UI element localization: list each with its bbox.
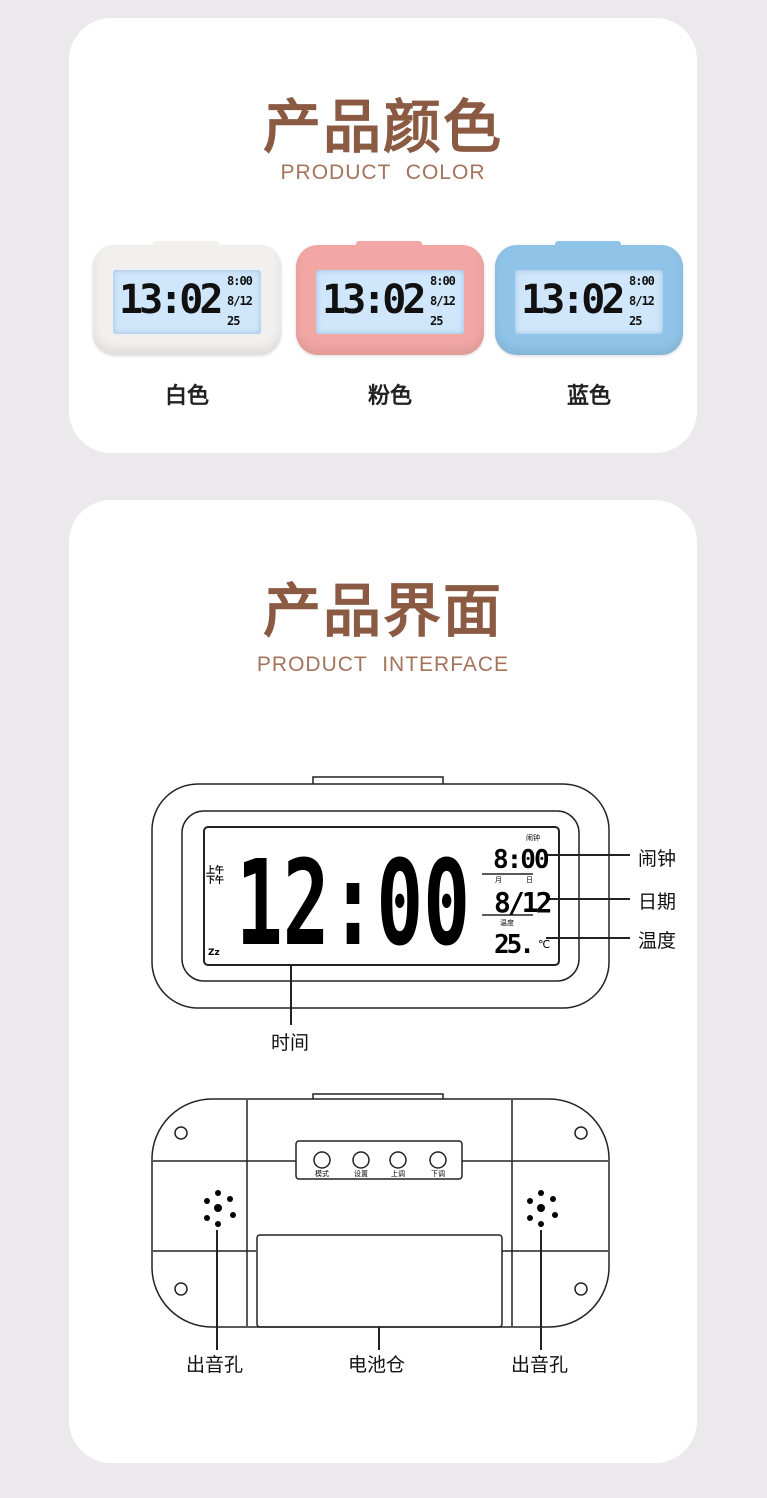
date-display: 8/12 [629,294,655,308]
alarm-display: 8:00 [430,274,456,288]
temp-display: 25 [629,314,642,328]
clock-2: 13:02 8:00 8/12 25 [495,241,683,355]
callout-alarm: 闹钟 [638,848,677,870]
alarm-display: 8:00 [227,274,253,288]
time-display: 13:02 [322,277,426,323]
speaker-holes [204,1190,558,1227]
back-diagram: 模式 设置 上调 下调 [151,1093,610,1350]
button-set: 设置 [354,1169,368,1178]
date-display: 8/12 [227,294,253,308]
callout-battery: 电池仓 [348,1354,406,1376]
main-time: 12:00 [236,834,470,972]
month-caption: 月 [495,876,502,884]
product-color-card: 产品颜色 PRODUCT COLOR 13:02 8:00 8/12 25 白色… [69,18,697,453]
lcd-screen: 13:02 8:00 8/12 25 [316,270,464,334]
time-display: 13:02 [521,277,625,323]
temp-unit: ℃ [538,938,550,951]
snooze-button [153,241,219,249]
button-up: 上调 [391,1169,405,1178]
am-indicator: 上午 [206,864,224,876]
lcd-screen: 13:02 8:00 8/12 25 [515,270,663,334]
section-subtitle: PRODUCT COLOR [280,161,486,184]
lcd-screen: 13:02 8:00 8/12 25 [113,270,261,334]
callout-date: 日期 [638,891,677,913]
clock-1: 13:02 8:00 8/12 25 [296,241,484,355]
day-caption: 日 [526,876,533,884]
callout-speaker-left: 出音孔 [186,1354,244,1376]
callout-temp: 温度 [638,930,677,952]
time-display: 13:02 [119,277,223,323]
temp-caption: 温度 [500,918,514,927]
callout-speaker-right: 出音孔 [511,1354,569,1376]
front-diagram: 12:00 上午 下午 Zz 闹钟 8:00 月 日 8/12 温度 25. ℃ [151,776,630,1025]
temp-display: 25 [430,314,443,328]
alarm-display: 8:00 [629,274,655,288]
color-label: 粉色 [367,384,412,409]
section-title: 产品颜色 [262,93,503,161]
snooze-button [356,241,422,249]
date-display: 8/12 [430,294,456,308]
alarm-time: 8:00 [493,845,549,875]
pm-indicator: 下午 [206,874,224,886]
callout-time: 时间 [271,1032,310,1054]
color-label: 蓝色 [566,384,611,409]
clock-0: 13:02 8:00 8/12 25 [93,241,281,355]
section-title: 产品界面 [262,577,503,645]
color-label: 白色 [164,384,209,409]
button-mode: 模式 [315,1169,329,1178]
date-display: 8/12 [494,886,551,919]
temp-display: 25 [227,314,240,328]
section-subtitle: PRODUCT INTERFACE [256,653,510,676]
temp-display: 25. [494,930,532,960]
button-down: 下调 [431,1169,445,1178]
snooze-button [555,241,621,249]
snooze-indicator: Zz [208,948,220,958]
alarm-caption: 闹钟 [526,833,540,842]
